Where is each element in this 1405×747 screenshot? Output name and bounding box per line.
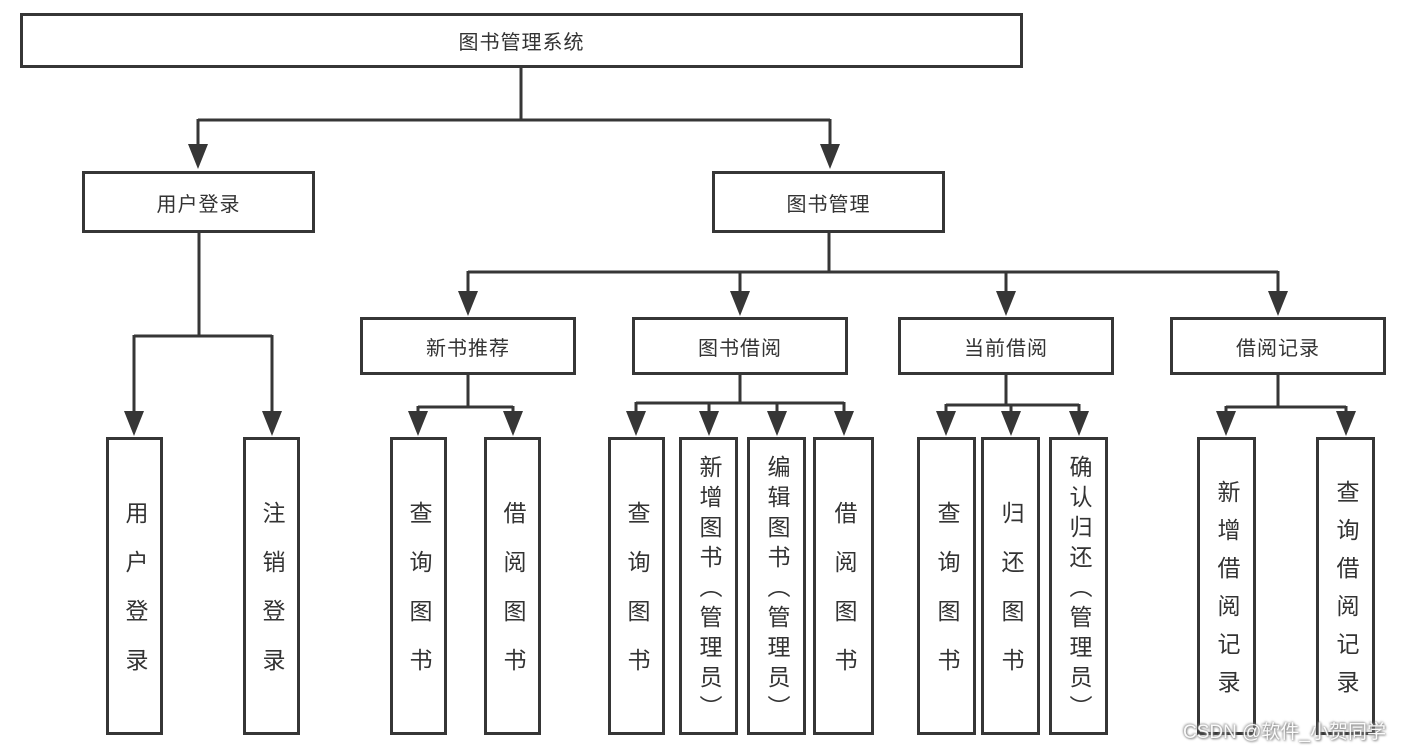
arrowhead bbox=[262, 411, 282, 436]
arrowhead bbox=[503, 411, 523, 436]
arrowhead bbox=[1069, 411, 1089, 436]
leaf-label: 借阅图书 bbox=[500, 501, 526, 697]
arrowhead bbox=[408, 411, 428, 436]
leaf-label: 借阅图书 bbox=[831, 501, 857, 697]
arrowhead bbox=[834, 411, 854, 436]
arrowhead bbox=[1001, 411, 1021, 436]
arrowhead bbox=[820, 144, 840, 169]
arrowhead bbox=[626, 411, 646, 436]
leaf-label: 查询借阅记录 bbox=[1333, 480, 1359, 708]
leaf-query-books-current: 查询图书 bbox=[917, 437, 976, 735]
leaf-label: 新增借阅记录 bbox=[1214, 480, 1240, 708]
leaf-label: 查询图书 bbox=[624, 501, 650, 697]
leaf-label: 查询图书 bbox=[934, 501, 960, 697]
node-root-library-system: 图书管理系统 bbox=[20, 13, 1023, 68]
arrowhead bbox=[458, 291, 478, 316]
leaf-user-login: 用户登录 bbox=[106, 437, 163, 735]
leaf-add-books-admin: 新增图书（管理员） bbox=[679, 437, 738, 735]
node-borrow-records: 借阅记录 bbox=[1170, 317, 1386, 375]
node-new-book-recommend: 新书推荐 bbox=[360, 317, 576, 375]
arrowhead bbox=[936, 411, 956, 436]
leaf-query-books-borrow: 查询图书 bbox=[608, 437, 665, 735]
leaf-label: 用户登录 bbox=[122, 501, 148, 697]
leaf-label: 查询图书 bbox=[406, 501, 432, 697]
arrowhead bbox=[767, 411, 787, 436]
leaf-label: 编辑图书（管理员） bbox=[764, 455, 790, 725]
leaf-logout: 注销登录 bbox=[243, 437, 300, 735]
arrowhead bbox=[124, 411, 144, 436]
leaf-query-books-recommend: 查询图书 bbox=[390, 437, 447, 735]
leaf-query-borrow-record: 查询借阅记录 bbox=[1316, 437, 1375, 735]
node-current-borrow: 当前借阅 bbox=[898, 317, 1114, 375]
leaf-edit-books-admin: 编辑图书（管理员） bbox=[747, 437, 806, 735]
leaf-return-books: 归还图书 bbox=[981, 437, 1040, 735]
csdn-watermark: CSDN @软件_小贺同学 bbox=[1183, 722, 1386, 743]
arrowhead bbox=[188, 144, 208, 169]
arrowhead bbox=[996, 291, 1016, 316]
leaf-label: 归还图书 bbox=[998, 501, 1024, 697]
leaf-label: 新增图书（管理员） bbox=[696, 455, 722, 725]
leaf-borrow-books-recommend: 借阅图书 bbox=[484, 437, 541, 735]
leaf-confirm-return-admin: 确认归还（管理员） bbox=[1049, 437, 1108, 735]
leaf-label: 注销登录 bbox=[259, 501, 285, 697]
leaf-add-borrow-record: 新增借阅记录 bbox=[1197, 437, 1256, 735]
leaf-borrow-books: 借阅图书 bbox=[813, 437, 874, 735]
arrowhead bbox=[1216, 411, 1236, 436]
arrowhead bbox=[1336, 411, 1356, 436]
arrowhead bbox=[1268, 291, 1288, 316]
arrowhead bbox=[699, 411, 719, 436]
node-book-management-branch: 图书管理 bbox=[712, 171, 945, 233]
leaf-label: 确认归还（管理员） bbox=[1066, 455, 1092, 725]
node-book-borrow: 图书借阅 bbox=[632, 317, 848, 375]
node-user-login-branch: 用户登录 bbox=[82, 171, 315, 233]
arrowhead bbox=[730, 291, 750, 316]
